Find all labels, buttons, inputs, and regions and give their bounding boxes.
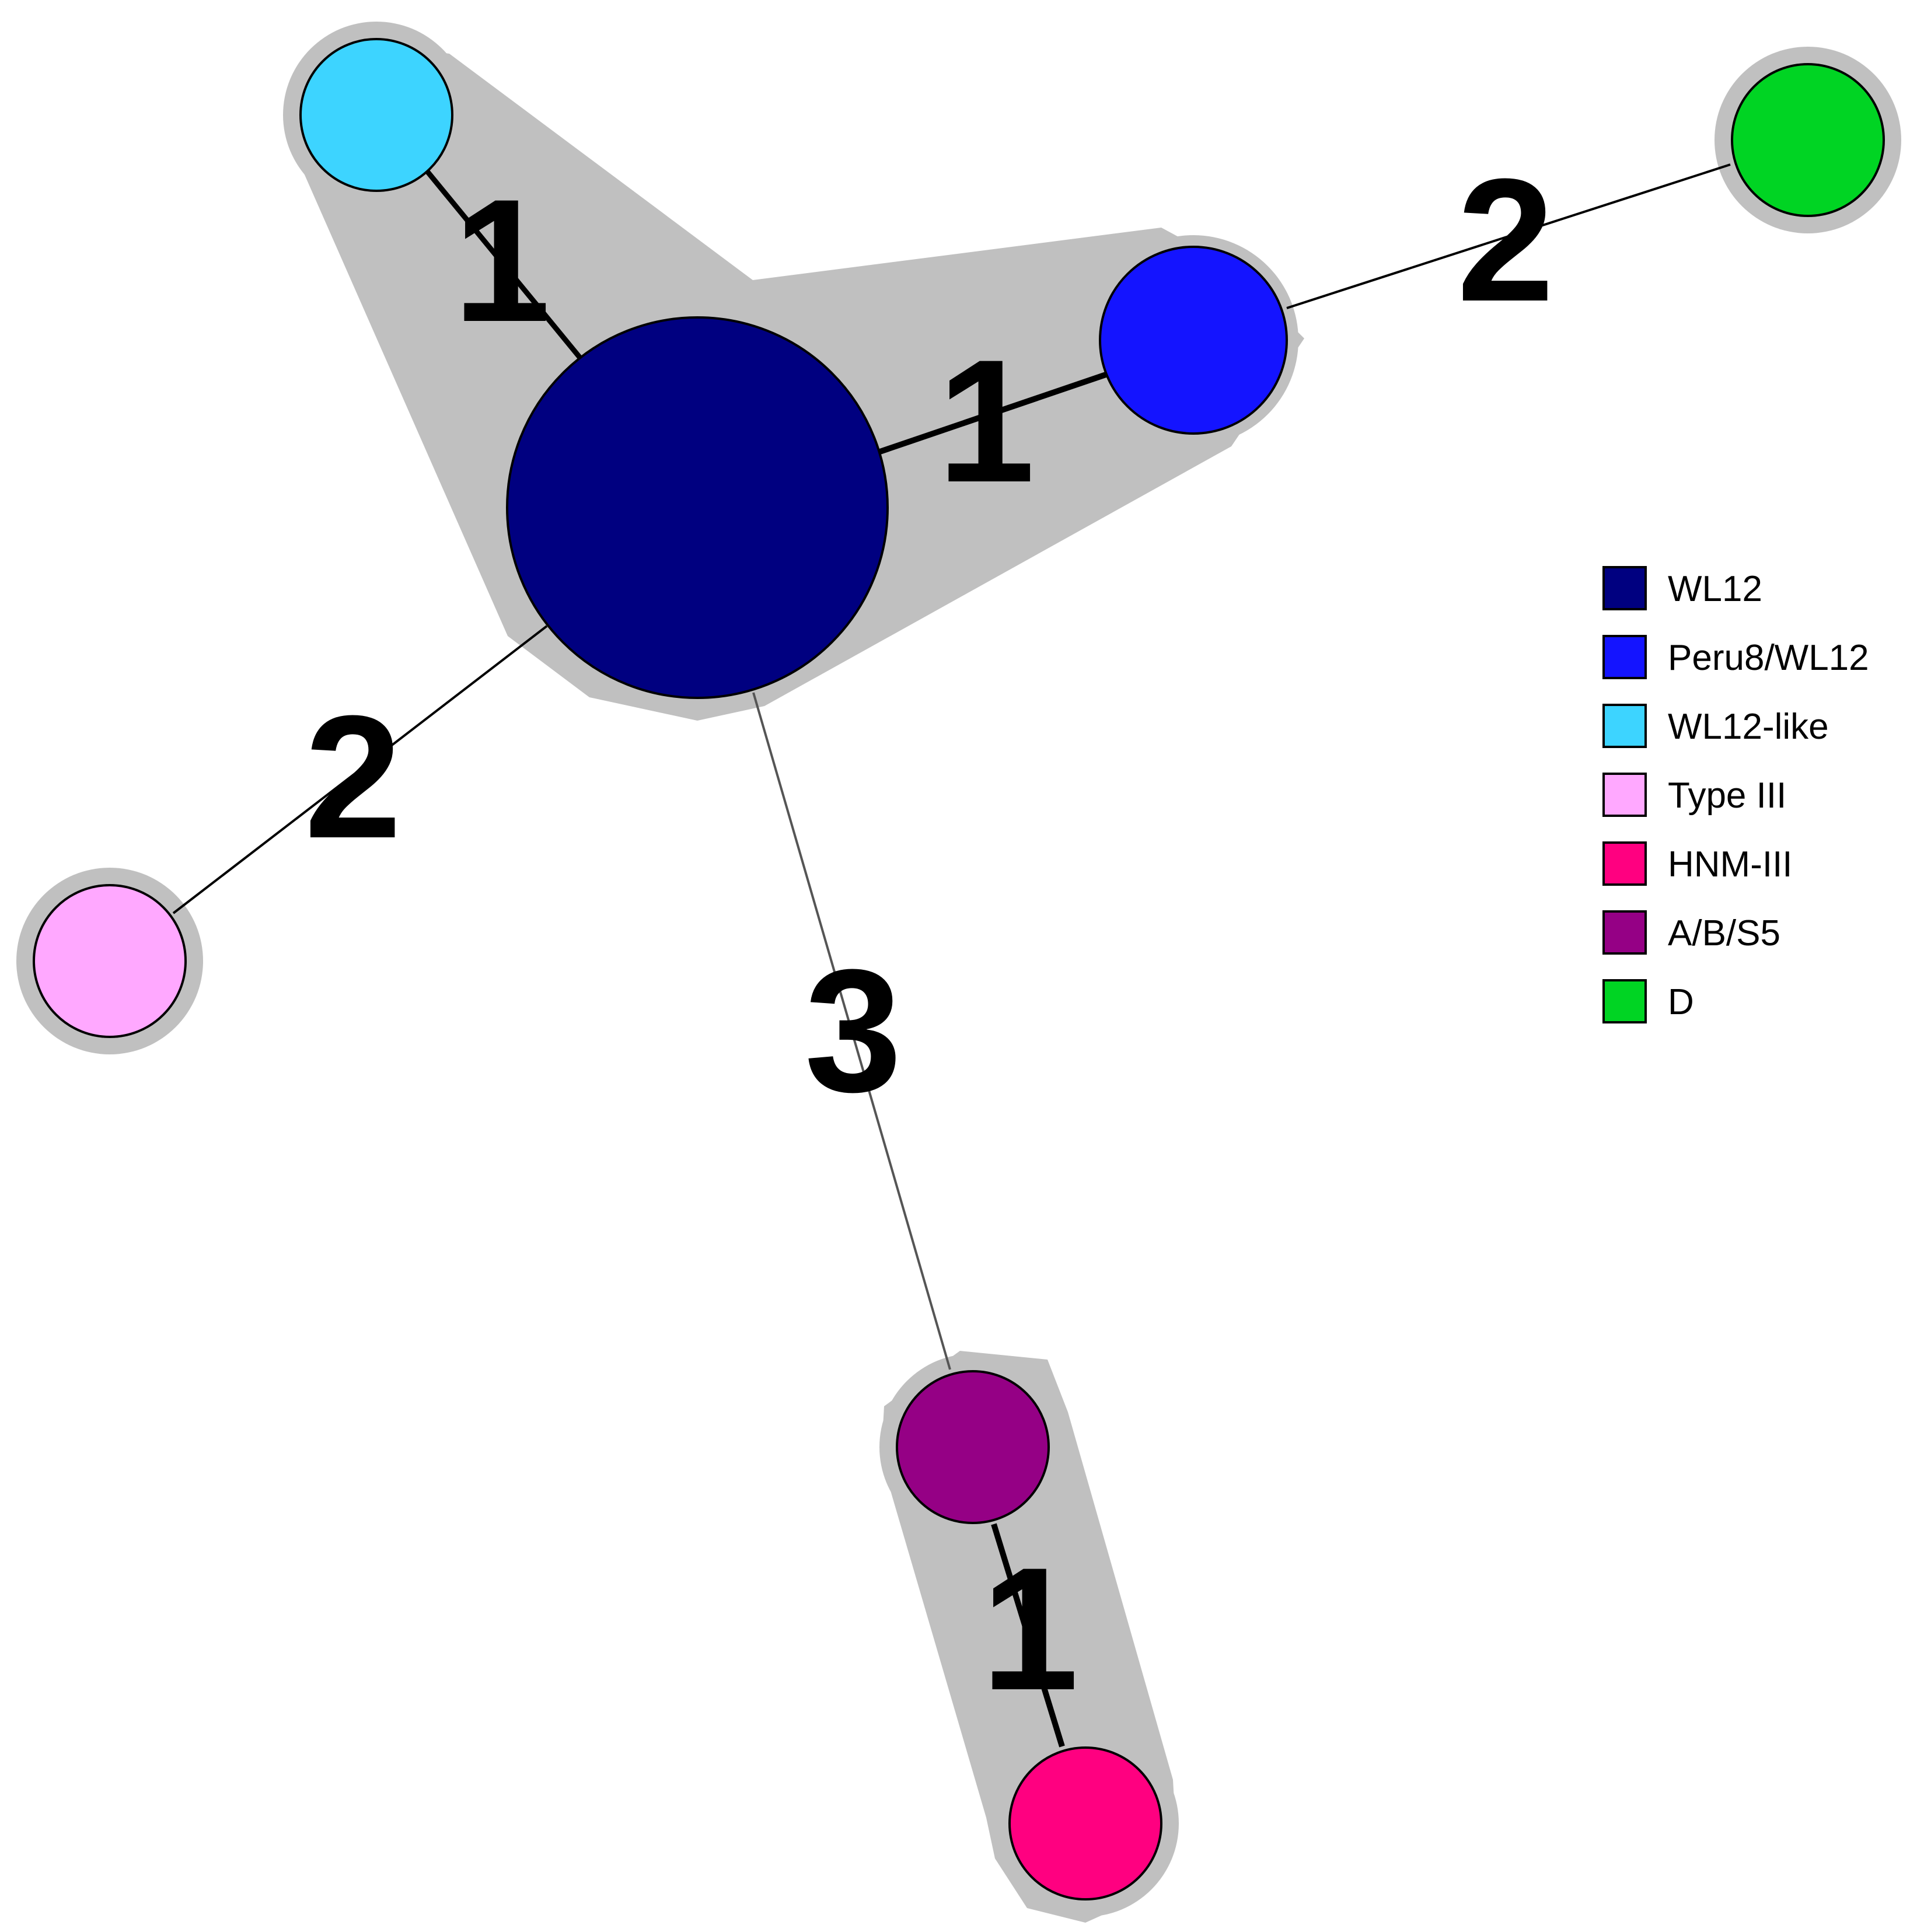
legend-item-peru8-wl12: Peru8/WL12	[1602, 635, 1869, 679]
legend-item-type-iii: Type III	[1602, 773, 1786, 817]
node-type-iii[interactable]	[33, 884, 187, 1038]
edge-label-peru8-d: 2	[1457, 142, 1555, 338]
edge-abs5-hnm3	[991, 1523, 1065, 1748]
edge-label-wl12-peru8: 1	[938, 323, 1035, 519]
node-abs5[interactable]	[896, 1370, 1050, 1524]
legend-label-wl12: WL12	[1668, 569, 1762, 609]
edge-label-wl12-type3: 2	[305, 679, 402, 875]
legend-item-abs5: A/B/S5	[1602, 910, 1780, 955]
legend-item-wl12: WL12	[1602, 566, 1762, 610]
legend-swatch-abs5	[1602, 910, 1647, 955]
legend-label-wl12-like: WL12-like	[1668, 707, 1829, 747]
node-peru8-wl12[interactable]	[1099, 246, 1288, 435]
legend-label-hnm-iii: HNM-III	[1668, 844, 1793, 885]
nodes	[33, 38, 1885, 1900]
legend-item-d: D	[1602, 979, 1694, 1023]
legend-swatch-type-iii	[1602, 773, 1647, 817]
edge-wl12-peru8	[877, 372, 1107, 455]
edge-label-abs5-hnm3: 1	[982, 1531, 1079, 1727]
legend-swatch-peru8-wl12	[1602, 635, 1647, 679]
legend-swatch-wl12-like	[1602, 704, 1647, 748]
edge-label-wl12-abs5: 3	[805, 932, 902, 1129]
legend-item-wl12-like: WL12-like	[1602, 704, 1829, 748]
node-wl12[interactable]	[506, 316, 889, 699]
edge-peru8-d	[1286, 163, 1731, 309]
legend-swatch-hnm-iii	[1602, 841, 1647, 886]
legend-swatch-wl12	[1602, 566, 1647, 610]
edge-label-wl12-wl12like: 1	[453, 162, 551, 358]
legend-label-peru8-wl12: Peru8/WL12	[1668, 638, 1869, 678]
legend-label-d: D	[1668, 982, 1694, 1022]
node-d[interactable]	[1731, 63, 1885, 217]
node-hnm-iii[interactable]	[1008, 1746, 1162, 1900]
edge-wl12-wl12like	[421, 165, 585, 362]
cluster-halos	[16, 22, 1901, 1923]
edge-labels: 1 1 2 2 3 1	[305, 142, 1555, 1727]
edge-wl12-type3	[172, 625, 548, 914]
legend-item-hnm-iii: HNM-III	[1602, 841, 1793, 886]
edges	[172, 163, 1731, 1748]
legend: WL12 Peru8/WL12 WL12-like Type III HNM-I…	[1602, 566, 1869, 1023]
edge-wl12-abs5	[752, 692, 951, 1370]
legend-label-type-iii: Type III	[1668, 775, 1786, 816]
legend-swatch-d	[1602, 979, 1647, 1023]
node-wl12-like[interactable]	[299, 38, 453, 192]
legend-label-abs5: A/B/S5	[1668, 913, 1780, 953]
